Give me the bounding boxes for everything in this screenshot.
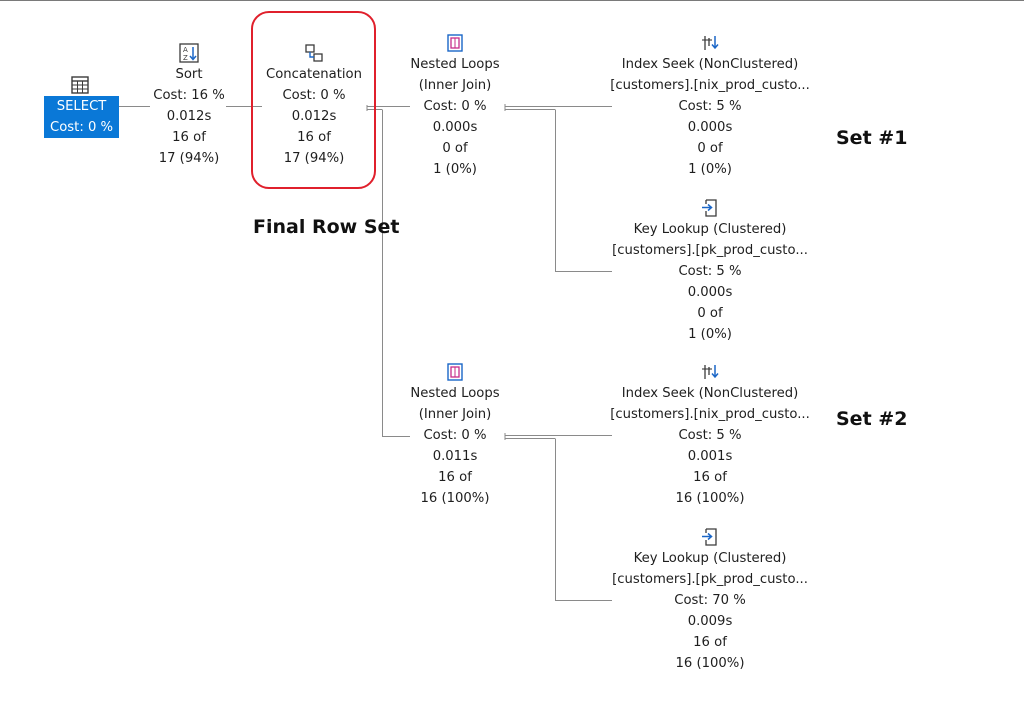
seek1-cost: Cost: 5 %	[678, 99, 742, 114]
nested2-rows: 16 of	[438, 470, 472, 485]
concatenation-node[interactable]: Concatenation Cost: 0 % 0.012s 16 of 17 …	[259, 42, 369, 169]
lookup2-cost: Cost: 70 %	[674, 593, 746, 608]
connector-nested1-lookup1	[555, 109, 612, 272]
nested2-sub: (Inner Join)	[418, 407, 492, 422]
concatenation-highlight-ring	[251, 11, 376, 189]
seek1-est: 1 (0%)	[688, 162, 732, 177]
key-lookup-icon	[699, 197, 721, 219]
key-lookup-node-2[interactable]: Key Lookup (Clustered) [customers].[pk_p…	[608, 526, 812, 674]
final-row-set-annotation: Final Row Set	[253, 216, 400, 238]
nested1-sub: (Inner Join)	[418, 78, 492, 93]
connector-concat-nested2	[382, 109, 410, 437]
set-1-annotation: Set #1	[836, 127, 908, 149]
key-lookup-node-1[interactable]: Key Lookup (Clustered) [customers].[pk_p…	[608, 197, 812, 345]
lookup2-name: Key Lookup (Clustered)	[633, 551, 787, 566]
lookup1-object: [customers].[pk_prod_custo...	[612, 243, 808, 258]
nested-loops-node-2[interactable]: Nested Loops (Inner Join) Cost: 0 % 0.01…	[398, 361, 512, 509]
select-label-box[interactable]: SELECT Cost: 0 %	[44, 96, 120, 138]
nested-loops-icon	[444, 32, 466, 54]
select-cost: Cost: 0 %	[50, 120, 114, 135]
seek2-object: [customers].[nix_prod_custo...	[610, 407, 810, 422]
lookup2-time: 0.009s	[687, 614, 733, 629]
nested1-name: Nested Loops	[410, 57, 500, 72]
lookup1-cost: Cost: 5 %	[678, 264, 742, 279]
lookup1-time: 0.000s	[687, 285, 733, 300]
key-lookup-icon	[699, 526, 721, 548]
concatenation-icon	[303, 42, 325, 64]
sort-time: 0.012s	[166, 109, 212, 124]
lookup2-object: [customers].[pk_prod_custo...	[612, 572, 808, 587]
concat-name: Concatenation	[266, 67, 362, 82]
select-name: SELECT	[56, 99, 107, 114]
nested1-cost: Cost: 0 %	[423, 99, 487, 114]
concat-rows: 16 of	[297, 130, 331, 145]
sort-node[interactable]: A Z Sort Cost: 16 % 0.012s 16 of 17 (94%…	[140, 42, 238, 169]
nested2-cost: Cost: 0 %	[423, 428, 487, 443]
lookup2-rows: 16 of	[693, 635, 727, 650]
seek2-name: Index Seek (NonClustered)	[621, 386, 799, 401]
svg-text:Z: Z	[183, 54, 188, 62]
nested1-time: 0.000s	[432, 120, 478, 135]
top-border	[0, 0, 1024, 1]
concat-est: 17 (94%)	[283, 151, 345, 166]
sort-est: 17 (94%)	[158, 151, 220, 166]
index-seek-node-2[interactable]: Index Seek (NonClustered) [customers].[n…	[608, 361, 812, 509]
seek2-est: 16 (100%)	[675, 491, 745, 506]
sort-rows: 16 of	[172, 130, 206, 145]
nested1-rows: 0 of	[442, 141, 468, 156]
nested2-est: 16 (100%)	[420, 491, 490, 506]
svg-text:A: A	[183, 46, 188, 54]
seek2-rows: 16 of	[693, 470, 727, 485]
index-seek-icon	[699, 361, 721, 383]
nested2-time: 0.011s	[432, 449, 478, 464]
sort-cost: Cost: 16 %	[153, 88, 225, 103]
concat-cost: Cost: 0 %	[282, 88, 346, 103]
lookup1-rows: 0 of	[697, 306, 723, 321]
nested2-name: Nested Loops	[410, 386, 500, 401]
seek1-rows: 0 of	[697, 141, 723, 156]
set-2-annotation: Set #2	[836, 408, 908, 430]
concat-time: 0.012s	[291, 109, 337, 124]
sort-name: Sort	[175, 67, 203, 82]
seek2-cost: Cost: 5 %	[678, 428, 742, 443]
nested-loops-icon	[444, 361, 466, 383]
lookup2-est: 16 (100%)	[675, 656, 745, 671]
select-node[interactable]: SELECT Cost: 0 %	[44, 74, 120, 138]
nested1-est: 1 (0%)	[433, 162, 477, 177]
nested-loops-node-1[interactable]: Nested Loops (Inner Join) Cost: 0 % 0.00…	[398, 32, 512, 180]
seek1-time: 0.000s	[687, 120, 733, 135]
table-grid-icon	[69, 74, 91, 96]
lookup1-name: Key Lookup (Clustered)	[633, 222, 787, 237]
seek2-time: 0.001s	[687, 449, 733, 464]
index-seek-icon	[699, 32, 721, 54]
connector-nested2-lookup2	[555, 438, 612, 601]
seek1-object: [customers].[nix_prod_custo...	[610, 78, 810, 93]
sort-icon: A Z	[178, 42, 200, 64]
seek1-name: Index Seek (NonClustered)	[621, 57, 799, 72]
index-seek-node-1[interactable]: Index Seek (NonClustered) [customers].[n…	[608, 32, 812, 180]
lookup1-est: 1 (0%)	[688, 327, 732, 342]
